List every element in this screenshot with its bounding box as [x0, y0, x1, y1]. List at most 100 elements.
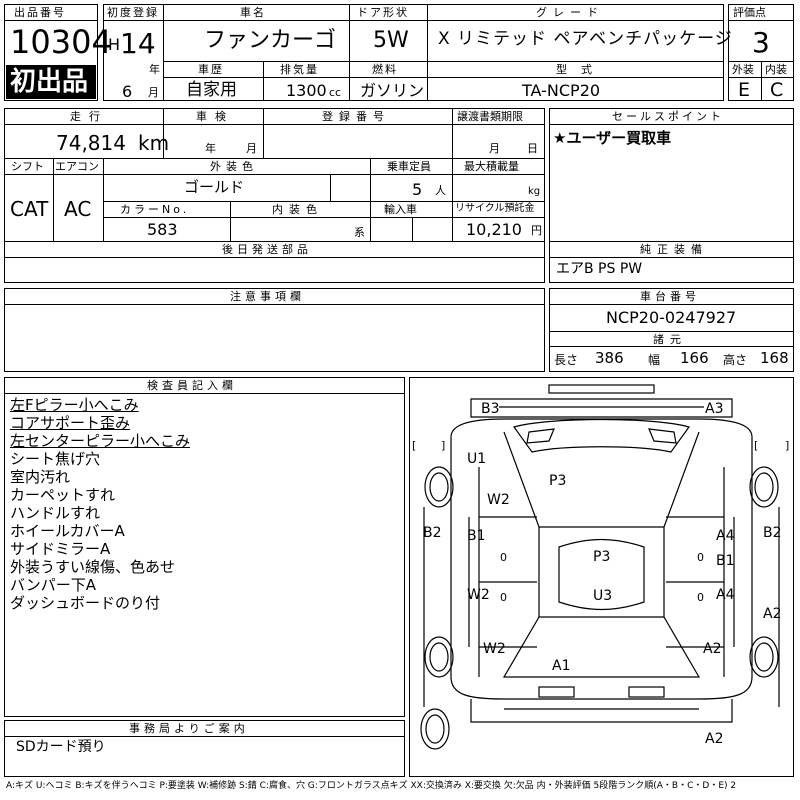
- damage-mark: A2: [703, 641, 721, 657]
- door-label: ドア形状: [357, 6, 409, 19]
- inspector-lines: 左Fピラー小へこみ コアサポート歪み 左センターピラー小へこみ シート焦げ穴 室…: [10, 396, 190, 612]
- notes-label: 注意事項欄: [230, 290, 305, 303]
- exterior-grade: E: [738, 79, 751, 101]
- reg-no-label: 登録番号: [322, 110, 390, 123]
- inspector-line: サイドミラーA: [10, 540, 111, 558]
- equipment-label: 純正装備: [640, 243, 708, 256]
- inspector-line: カーペットすれ: [10, 486, 116, 504]
- exterior-grade-label: 外装: [732, 63, 754, 76]
- model-label: 型式: [556, 63, 606, 76]
- damage-mark: B2: [763, 525, 782, 541]
- inspector-line: ダッシュボードのり付: [10, 594, 161, 612]
- damage-mark: W2: [467, 587, 490, 603]
- shift: CAT: [10, 197, 49, 221]
- car-name: ファンカーゴ: [204, 28, 337, 53]
- interior-grade: C: [770, 79, 784, 101]
- damage-mark: U3: [593, 588, 612, 604]
- inspector-line: 室内汚れ: [10, 468, 71, 486]
- office-box: [4, 720, 405, 777]
- mileage: 74,814: [56, 131, 126, 155]
- damage-mark: B3: [481, 401, 500, 417]
- lot-box: [4, 4, 98, 101]
- damage-mark: A1: [552, 658, 570, 674]
- year-unit: 年: [149, 63, 160, 76]
- inspector-box: [4, 377, 405, 717]
- int-color-label: 内装色: [272, 203, 323, 216]
- transfer-day-unit: 日: [527, 142, 538, 155]
- grade-label: グレード: [536, 6, 604, 19]
- equipment-text: エアB PS PW: [556, 261, 643, 277]
- displacement: 1300: [286, 81, 327, 100]
- inspector-line: ホイールカバーA: [10, 522, 125, 540]
- damage-mark: P3: [549, 473, 566, 489]
- model: TA-NCP20: [522, 81, 601, 100]
- damage-mark: A2: [705, 731, 723, 747]
- month-unit: 月: [148, 86, 159, 99]
- ac: AC: [64, 197, 92, 221]
- capacity-label: 乗車定員: [387, 160, 431, 173]
- damage-mark: B1: [716, 553, 735, 569]
- lot-number: 10304: [10, 23, 112, 61]
- first-reg-month: 6: [122, 82, 133, 101]
- height: 168: [760, 349, 789, 367]
- chassis-box: [549, 288, 794, 372]
- chassis-number: NCP20-0247927: [606, 308, 737, 327]
- damage-mark: B1: [467, 528, 486, 544]
- bracket-mark: [: [412, 439, 416, 452]
- recycle-label: リサイクル預託金: [455, 203, 535, 214]
- inspector-line: ハンドルすれ: [10, 504, 101, 522]
- damage-mark: W2: [487, 492, 510, 508]
- max-load-label: 最大積載量: [464, 160, 519, 173]
- shift-label: シフト: [11, 160, 44, 173]
- inspector-line: バンパー下A: [10, 576, 97, 594]
- first-listing-badge: [6, 65, 96, 99]
- damage-mark: B2: [423, 525, 442, 541]
- door-type: 5W: [373, 28, 409, 53]
- score-label: 評価点: [733, 6, 766, 19]
- ext-color-label: 外装色: [210, 160, 258, 173]
- inspection-year-unit: 年: [205, 142, 216, 155]
- transfer-month-unit: 月: [489, 142, 500, 155]
- inspector-line: コアサポート歪み: [10, 414, 131, 432]
- recycle-unit: 円: [531, 224, 542, 237]
- zero-mark: 0: [500, 591, 507, 604]
- width-label: 幅: [648, 353, 661, 367]
- inspector-line: 左Fピラー小へこみ: [10, 396, 139, 414]
- damage-mark: W2: [483, 641, 506, 657]
- history-label: 車歴: [198, 63, 224, 76]
- color-no-label: カラーNo.: [120, 203, 190, 216]
- damage-mark: A3: [705, 401, 723, 417]
- bracket-mark: [: [754, 439, 758, 452]
- damage-mark: U1: [467, 451, 486, 467]
- bracket-mark: ]: [785, 439, 789, 452]
- width: 166: [680, 349, 709, 367]
- mileage-label: 走行: [70, 110, 108, 123]
- int-color-unit: 系: [354, 226, 365, 239]
- length: 386: [595, 349, 624, 367]
- inspection-month-unit: 月: [246, 142, 257, 155]
- sales-point-box: [549, 108, 794, 283]
- damage-mark: A2: [763, 606, 781, 622]
- inspector-line: シート焦げ穴: [10, 450, 101, 468]
- inspector-label: 検査員記入欄: [147, 379, 237, 392]
- mileage-unit: km: [138, 131, 170, 155]
- transfer-label: 譲渡書類期限: [457, 110, 523, 123]
- later-parts-label: 後日発送部品: [222, 243, 312, 256]
- office-text: SDカード預り: [16, 739, 106, 755]
- length-label: 長さ: [554, 353, 579, 367]
- capacity: 5: [412, 180, 423, 199]
- zero-mark: 0: [697, 551, 704, 564]
- inspector-line: 外装うすい線傷、色あせ: [10, 558, 176, 576]
- first-reg-year: 14: [120, 27, 156, 60]
- lot-label: 出品番号: [14, 6, 66, 19]
- max-load-unit: kg: [528, 186, 541, 197]
- vehicle-details-table: [4, 108, 545, 283]
- interior-grade-label: 内装: [765, 63, 787, 76]
- chassis-label: 車台番号: [640, 290, 700, 303]
- inspection-label: 車検: [196, 110, 234, 123]
- displacement-label: 排気量: [280, 63, 319, 76]
- notes-box: [4, 288, 545, 372]
- zero-mark: 0: [500, 551, 507, 564]
- car-name-label: 車名: [240, 6, 266, 19]
- fuel-label: 燃料: [372, 63, 398, 76]
